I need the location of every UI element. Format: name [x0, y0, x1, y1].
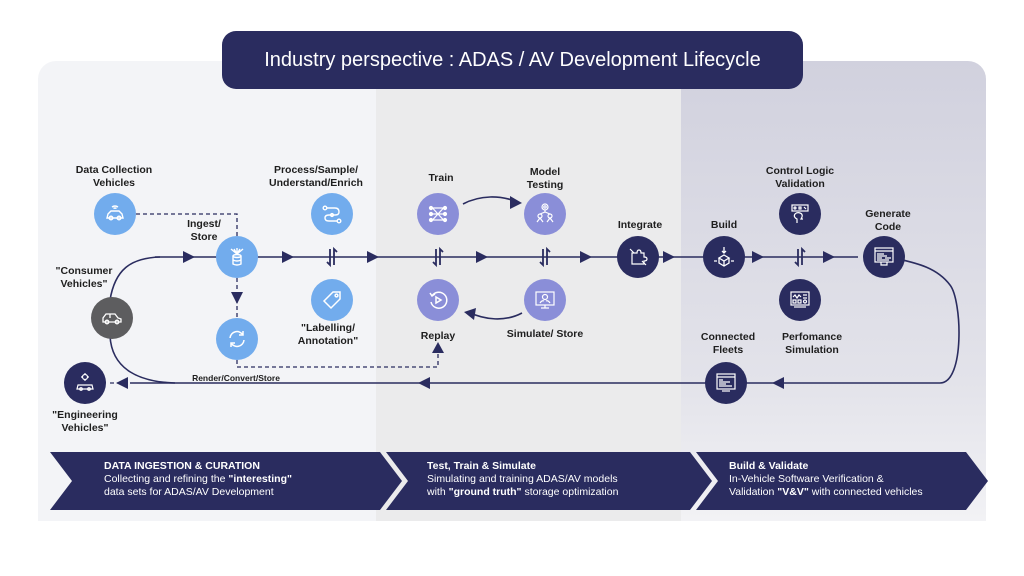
node-replay[interactable] — [417, 279, 459, 321]
label-replay: Replay — [420, 330, 456, 342]
node-integrate[interactable] — [617, 236, 659, 278]
build-box-icon — [714, 247, 734, 267]
dashed-collection-to-ingest — [136, 213, 238, 236]
arrowhead — [231, 292, 243, 304]
arrowhead — [116, 377, 128, 389]
label-render: Render/Convert/Store — [192, 373, 280, 383]
arrowhead — [772, 377, 784, 389]
phase-text-train: Test, Train & Simulate Simulating and tr… — [427, 460, 619, 498]
chevron-ingestion — [50, 452, 402, 510]
phase-text-ingestion: DATA INGESTION & CURATION Collecting and… — [104, 460, 292, 498]
arrowhead — [663, 251, 675, 263]
node-control-logic[interactable] — [779, 193, 821, 235]
node-simulate[interactable] — [524, 279, 566, 321]
train-to-testing-arc — [462, 196, 519, 205]
neural-network-icon — [428, 205, 448, 223]
simulation-monitor-icon — [535, 291, 555, 309]
arrowhead — [464, 308, 476, 320]
swap-icon — [432, 246, 444, 268]
engineering-cars-icon — [76, 373, 94, 391]
node-build[interactable] — [703, 236, 745, 278]
label-simulate: Simulate/ Store — [506, 328, 584, 340]
arrowhead — [183, 251, 195, 263]
tag-icon — [322, 291, 341, 310]
consumer-loop-top — [109, 256, 161, 301]
node-connected-fleets[interactable] — [705, 362, 747, 404]
arrowhead — [580, 251, 592, 263]
arrowhead — [823, 251, 835, 263]
arrowhead — [476, 251, 488, 263]
replay-icon — [429, 291, 448, 309]
return-flow-line — [130, 256, 960, 384]
node-performance-simulation[interactable] — [779, 279, 821, 321]
label-ingest: Ingest/Store — [187, 218, 221, 243]
arrowhead — [752, 251, 764, 263]
label-labelling: "Labelling/Annotation" — [297, 322, 359, 347]
arrowhead — [418, 377, 430, 389]
swap-icon — [326, 246, 338, 268]
label-integrate: Integrate — [617, 219, 663, 231]
node-consumer-vehicles[interactable] — [91, 297, 133, 339]
node-model-testing[interactable] — [524, 193, 566, 235]
phase-panel-build — [681, 61, 986, 521]
page-title: Industry perspective : ADAS / AV Develop… — [222, 31, 803, 89]
swap-icon — [794, 246, 806, 268]
sync-icon — [229, 330, 245, 348]
arrowhead — [432, 342, 444, 353]
simulate-to-replay-arc — [467, 311, 523, 320]
connected-car-icon — [106, 205, 124, 221]
node-data-collection[interactable] — [94, 193, 136, 235]
car-icon — [102, 313, 122, 325]
chevron-train — [386, 452, 712, 510]
phase-chevrons — [50, 452, 988, 510]
label-train: Train — [428, 172, 454, 184]
code-window-icon — [874, 247, 894, 266]
node-generate-code[interactable] — [863, 236, 905, 278]
chevron-build — [696, 452, 988, 510]
node-process[interactable] — [311, 193, 353, 235]
dashboard-icon — [790, 291, 810, 308]
decision-tree-icon — [536, 203, 554, 223]
arrowhead — [282, 251, 294, 263]
node-ingest[interactable] — [216, 236, 258, 278]
node-engineering-vehicles[interactable] — [64, 362, 106, 404]
arrowhead — [367, 251, 379, 263]
label-process: Process/Sample/Understand/Enrich — [269, 164, 363, 189]
label-build: Build — [710, 219, 738, 231]
node-labelling[interactable] — [311, 279, 353, 321]
arrowhead — [510, 196, 522, 209]
workflow-icon — [322, 205, 342, 224]
database-icon — [230, 248, 244, 266]
swap-markers — [326, 246, 806, 268]
node-train[interactable] — [417, 193, 459, 235]
consumer-loop-bottom — [109, 335, 176, 384]
puzzle-icon — [629, 248, 648, 266]
swap-icon — [539, 246, 551, 268]
phase-text-build: Build & Validate In-Vehicle Software Ver… — [729, 460, 923, 498]
node-render[interactable] — [216, 318, 258, 360]
dashed-render-to-replay — [236, 352, 439, 368]
code-monitor-icon — [716, 373, 736, 392]
logic-head-icon — [791, 204, 809, 223]
